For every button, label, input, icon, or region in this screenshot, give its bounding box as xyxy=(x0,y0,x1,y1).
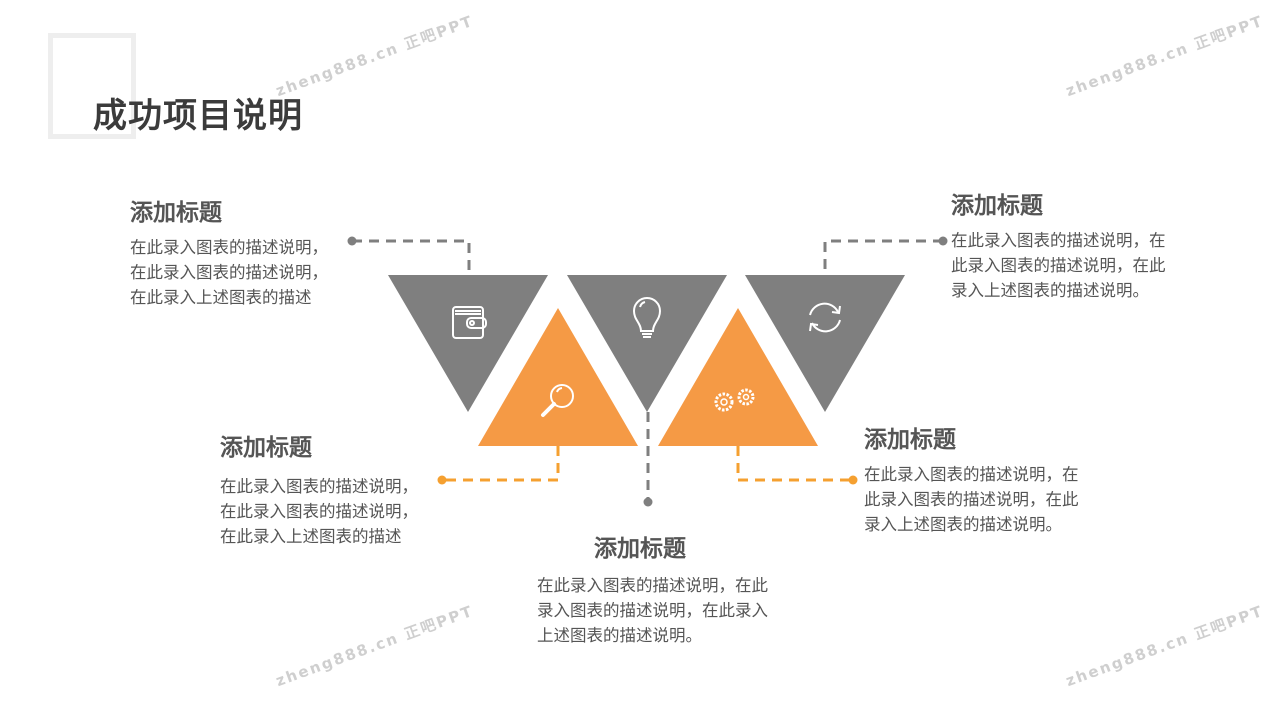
item-line: 在此录入图表的描述说明，在 xyxy=(864,465,1079,484)
connector-dot xyxy=(938,236,948,246)
item-2-text: 添加标题 在此录入图表的描述说明， 在此录入图表的描述说明， 在此录入上述图表的… xyxy=(220,428,418,549)
connector-5 xyxy=(823,239,943,275)
item-line: 在此录入图表的描述说明，在此 xyxy=(537,576,768,595)
triangle-1 xyxy=(388,275,548,412)
connector-dot xyxy=(437,475,447,485)
item-line: 在此录入图表的描述说明， xyxy=(220,502,418,521)
lightbulb-icon xyxy=(632,297,662,338)
item-heading: 添加标题 xyxy=(130,200,222,226)
item-line: 上述图表的描述说明。 xyxy=(537,626,702,645)
wallet-icon xyxy=(452,306,487,339)
item-heading: 添加标题 xyxy=(951,193,1043,219)
connector-4 xyxy=(736,446,853,482)
item-line: 此录入图表的描述说明，在此 xyxy=(864,490,1079,509)
connector-dot xyxy=(643,497,653,507)
item-line: 在此录入图表的描述说明， xyxy=(220,477,418,496)
item-line: 在此录入上述图表的描述 xyxy=(220,527,402,546)
refresh-icon xyxy=(809,302,841,333)
triangle-5 xyxy=(745,275,905,412)
connector-1 xyxy=(352,239,471,275)
item-heading: 添加标题 xyxy=(864,427,956,453)
connector-2 xyxy=(442,446,560,482)
gears-icon xyxy=(714,388,755,412)
item-3-text: 添加标题 在此录入图表的描述说明，在此 录入图表的描述说明，在此录入 上述图表的… xyxy=(537,529,768,648)
item-line: 在此录入图表的描述说明， xyxy=(130,263,328,282)
item-1-text: 添加标题 在此录入图表的描述说明， 在此录入图表的描述说明， 在此录入上述图表的… xyxy=(130,193,328,310)
item-line: 录入图表的描述说明，在此录入 xyxy=(537,601,768,620)
search-icon xyxy=(541,384,574,417)
item-line: 在此录入上述图表的描述 xyxy=(130,288,312,307)
triangle-4 xyxy=(658,308,818,446)
item-line: 在此录入图表的描述说明，在 xyxy=(951,231,1166,250)
page-title: 成功项目说明 xyxy=(93,96,303,136)
triangle-3 xyxy=(567,275,727,412)
item-4-text: 添加标题 在此录入图表的描述说明，在 此录入图表的描述说明，在此 录入上述图表的… xyxy=(864,420,1079,537)
decorative-frame xyxy=(48,33,136,139)
connector-dot xyxy=(848,475,858,485)
item-line: 录入上述图表的描述说明。 xyxy=(864,515,1062,534)
item-heading: 添加标题 xyxy=(594,536,686,562)
item-heading: 添加标题 xyxy=(220,435,312,461)
item-line: 在此录入图表的描述说明， xyxy=(130,238,328,257)
triangle-2 xyxy=(478,308,638,446)
item-5-text: 添加标题 在此录入图表的描述说明，在 此录入图表的描述说明，在此 录入上述图表的… xyxy=(951,186,1166,303)
connector-dot xyxy=(347,236,357,246)
item-line: 录入上述图表的描述说明。 xyxy=(951,281,1149,300)
item-line: 此录入图表的描述说明，在此 xyxy=(951,256,1166,275)
